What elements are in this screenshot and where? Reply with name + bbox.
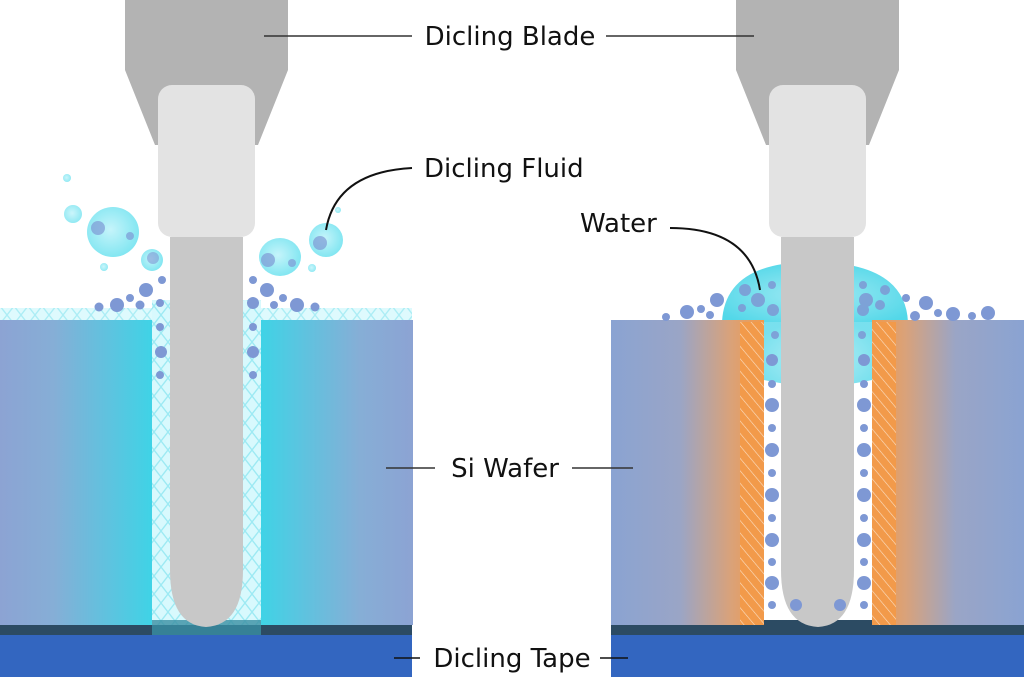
heat-affected-zone-right (872, 322, 896, 625)
si-wafer-right-half-heated (872, 320, 1024, 625)
label-water: Water (580, 209, 657, 239)
left-panel (0, 0, 413, 677)
dicing-blade-right (781, 237, 854, 627)
heat-affected-zone-left (740, 322, 764, 625)
label-dicing-fluid: Dicling Fluid (424, 154, 584, 184)
debris-particles (94, 276, 320, 379)
label-dicing-blade: Dicling Blade (425, 22, 596, 52)
blade-collar (158, 85, 255, 237)
fluid-leader (325, 167, 413, 231)
label-si-wafer: Si Wafer (451, 454, 559, 484)
si-wafer-left-half (0, 320, 152, 625)
dicing-tape (0, 635, 412, 677)
label-dicing-tape: Dicling Tape (433, 644, 590, 674)
fluid-droplets (63, 174, 343, 276)
dicing-tape-right (611, 635, 1024, 677)
si-wafer-left-half-heated (611, 320, 764, 625)
labels: Dicling Blade Dicling Fluid Water Si Waf… (264, 22, 761, 674)
si-wafer-right-half (261, 320, 413, 625)
right-panel (611, 0, 1024, 677)
blade-collar-right (769, 85, 866, 237)
water-leader (669, 227, 761, 291)
dicing-blade (170, 237, 243, 627)
debris-particles-right (662, 281, 995, 611)
